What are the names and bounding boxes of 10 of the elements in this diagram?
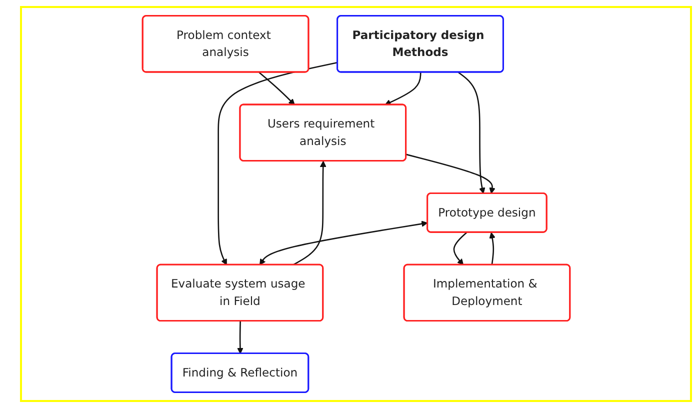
- arrow: [384, 72, 422, 106]
- arrow: [217, 62, 338, 266]
- arrow: [258, 72, 295, 106]
- arrow: [259, 220, 428, 266]
- arrow: [236, 321, 244, 354]
- arrow: [292, 160, 326, 266]
- arrow: [406, 154, 496, 194]
- arrow: [453, 232, 467, 266]
- arrow: [458, 72, 485, 194]
- arrow: [488, 232, 496, 266]
